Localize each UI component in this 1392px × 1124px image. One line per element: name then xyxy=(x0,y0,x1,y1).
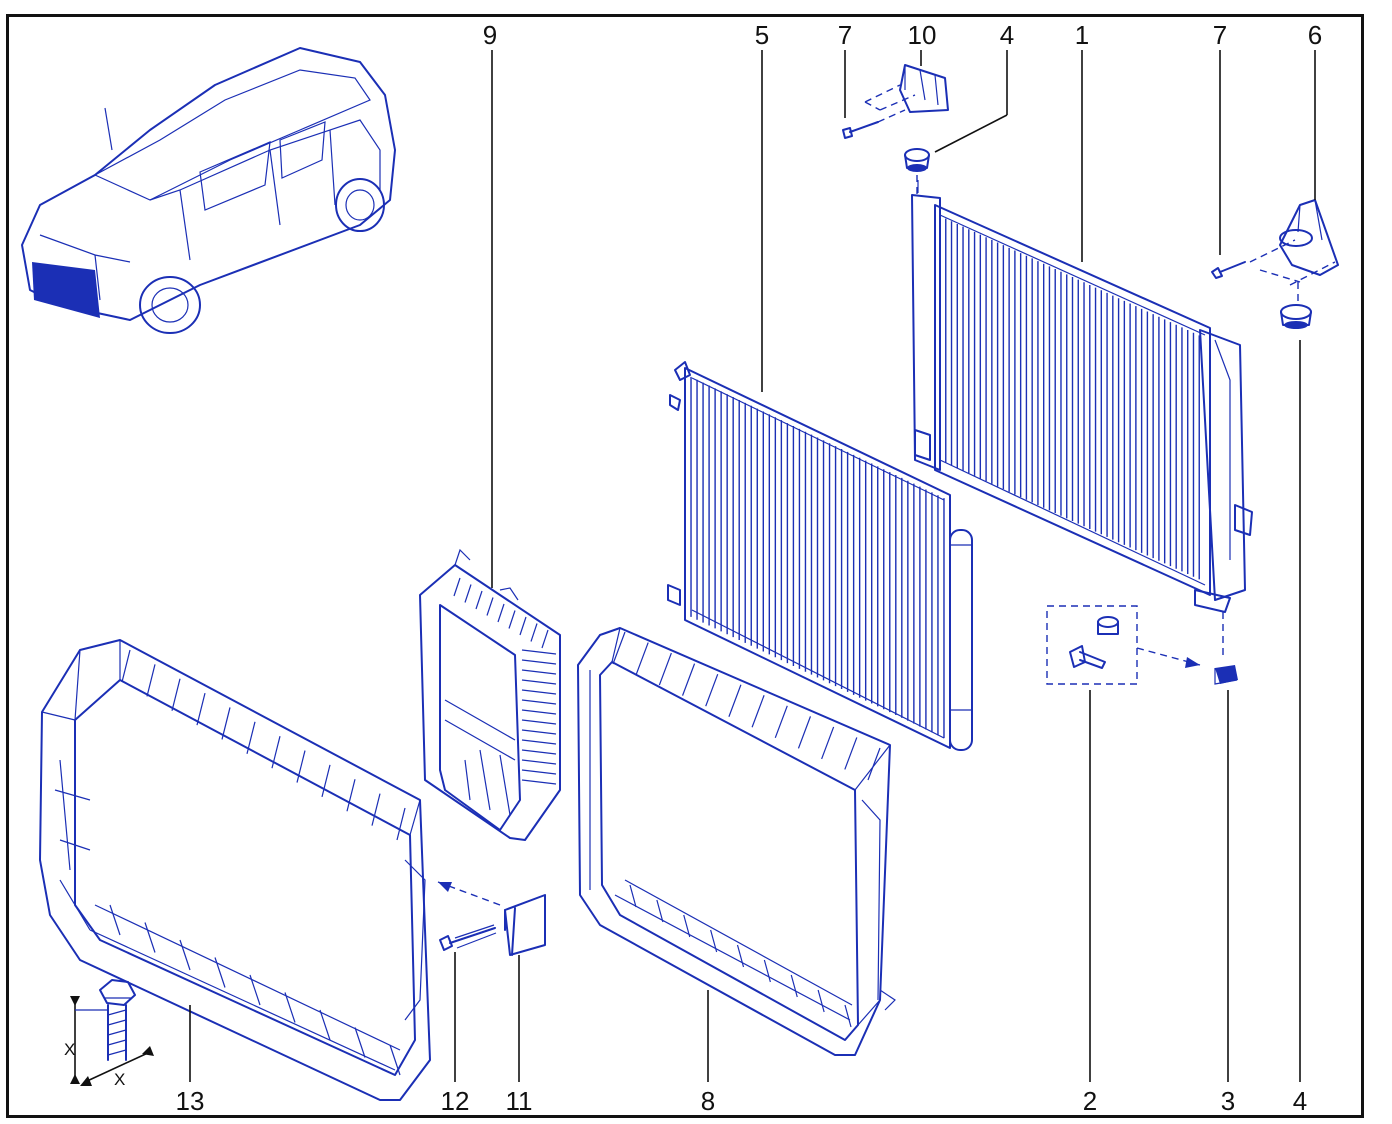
callout-4-bottom: 4 xyxy=(1292,1086,1308,1116)
callout-5: 5 xyxy=(754,20,770,50)
part-5-condenser-fins xyxy=(690,376,945,739)
part-4-rubber-mount-top xyxy=(904,148,930,195)
diagram-frame xyxy=(6,14,1364,1118)
callout-4-top: 4 xyxy=(999,20,1015,50)
part-1-radiator-fins xyxy=(945,218,1200,580)
part-11-bracket xyxy=(437,881,546,956)
callout-9: 9 xyxy=(482,20,498,50)
callout-2: 2 xyxy=(1082,1086,1098,1116)
callout-3: 3 xyxy=(1220,1086,1236,1116)
callout-7-right: 7 xyxy=(1212,20,1228,50)
callout-leaders xyxy=(189,50,1316,1082)
part-12-bolt xyxy=(439,924,497,951)
callout-7-left: 7 xyxy=(837,20,853,50)
callout-11: 11 xyxy=(505,1086,533,1116)
part-13-frame-ribs xyxy=(109,649,406,1076)
part-6-upper-mount xyxy=(1211,199,1339,305)
radiator-area-highlight xyxy=(32,262,100,318)
part-9-air-deflector xyxy=(419,548,561,841)
callout-8: 8 xyxy=(700,1086,716,1116)
callout-1: 1 xyxy=(1074,20,1090,50)
part-13-front-frame xyxy=(39,639,431,1101)
torque-length-symbol xyxy=(70,979,154,1086)
callout-6: 6 xyxy=(1307,20,1323,50)
torque-symbol-label-vertical: X xyxy=(64,1040,76,1059)
callout-13: 13 xyxy=(175,1086,205,1116)
part-4-rubber-mount-right xyxy=(1280,304,1312,329)
torque-symbol-label-horizontal: X xyxy=(114,1070,126,1089)
part-8-shroud-frame xyxy=(577,627,896,1056)
part-2-fastener-kit xyxy=(1046,605,1201,685)
part-9-deflector-ribs xyxy=(453,577,557,785)
part-8-shroud-ribs xyxy=(612,631,881,1028)
vehicle-illustration xyxy=(21,47,396,334)
callout-12: 12 xyxy=(440,1086,470,1116)
part-10-upper-mount xyxy=(842,64,949,139)
part-1-radiator xyxy=(911,180,1253,613)
callout-10: 10 xyxy=(907,20,937,50)
part-3-lower-grommet xyxy=(1214,612,1238,685)
